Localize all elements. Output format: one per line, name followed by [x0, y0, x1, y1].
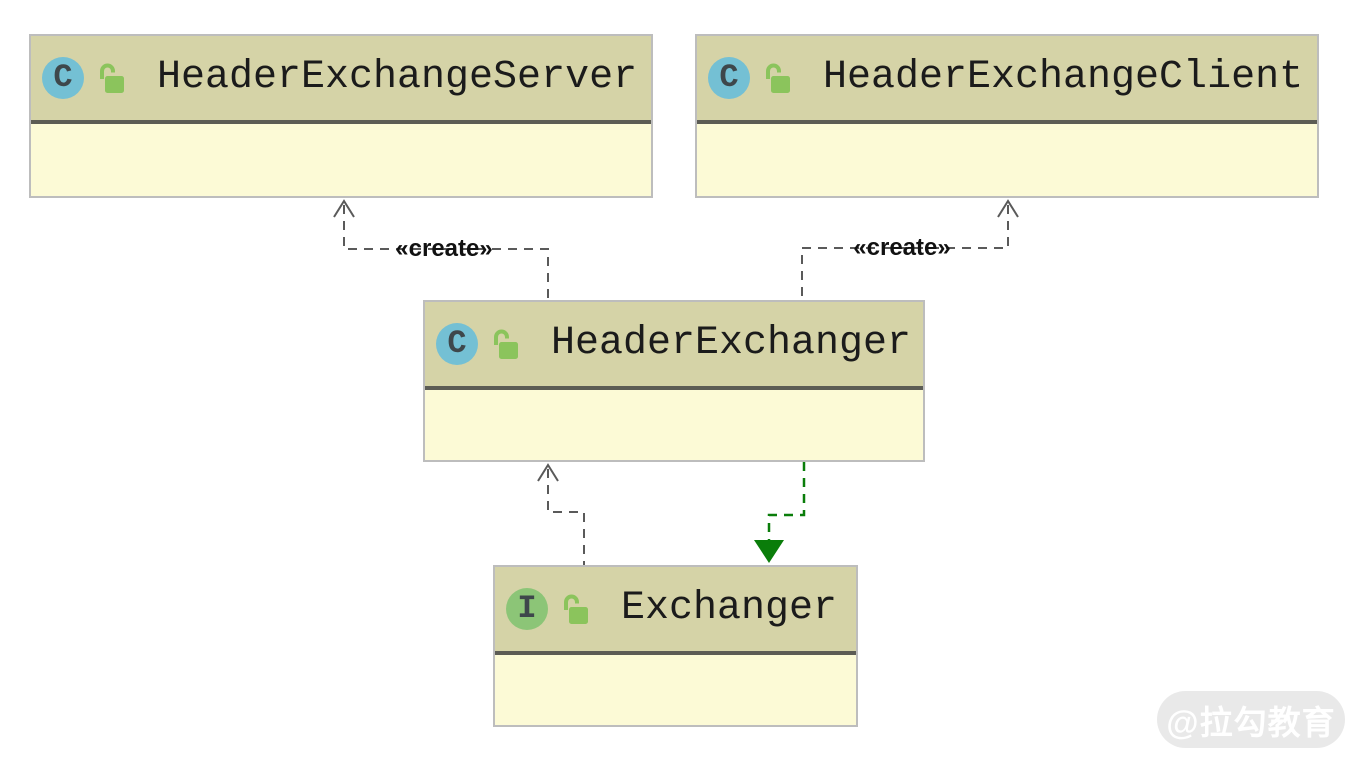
- interface-icon-letter: I: [517, 590, 537, 627]
- node-header: C HeaderExchanger: [425, 302, 923, 390]
- edge-label-create-client: «create»: [853, 234, 951, 261]
- watermark-badge: @拉勾教育: [1157, 691, 1345, 748]
- class-name: HeaderExchanger: [551, 321, 912, 366]
- class-icon-letter: C: [447, 325, 467, 362]
- node-body: [495, 655, 856, 725]
- class-name: HeaderExchangeServer: [157, 55, 638, 100]
- class-icon: C: [42, 57, 84, 99]
- edge-dependency-exchanger[interactable]: [537, 463, 585, 565]
- unlocked-icon: [100, 63, 124, 93]
- edge-realization-exchanger[interactable]: [754, 462, 806, 563]
- unlocked-icon: [494, 329, 518, 359]
- node-body: [697, 124, 1317, 196]
- node-header: C HeaderExchangeServer: [31, 36, 651, 124]
- node-header: C HeaderExchangeClient: [697, 36, 1317, 124]
- unlocked-icon: [564, 594, 588, 624]
- node-body: [425, 390, 923, 460]
- class-name: HeaderExchangeClient: [823, 55, 1304, 100]
- edge-create-client[interactable]: [801, 199, 1019, 300]
- class-icon-letter: C: [53, 59, 73, 96]
- class-icon: C: [708, 57, 750, 99]
- interface-node-exchanger[interactable]: I Exchanger: [493, 565, 858, 727]
- class-node-header-exchange-client[interactable]: C HeaderExchangeClient: [695, 34, 1319, 198]
- unlocked-icon: [766, 63, 790, 93]
- class-node-header-exchange-server[interactable]: C HeaderExchangeServer: [29, 34, 653, 198]
- watermark-text: @拉勾教育: [1166, 703, 1336, 741]
- interface-name: Exchanger: [621, 586, 838, 631]
- node-header: I Exchanger: [495, 567, 856, 655]
- edge-create-server[interactable]: [333, 199, 549, 300]
- edge-label-create-server: «create»: [395, 235, 493, 262]
- class-icon: C: [436, 323, 478, 365]
- realization-arrowhead: [754, 540, 784, 563]
- node-body: [31, 124, 651, 196]
- class-icon-letter: C: [719, 59, 739, 96]
- class-node-header-exchanger[interactable]: C HeaderExchanger: [423, 300, 925, 462]
- interface-icon: I: [506, 588, 548, 630]
